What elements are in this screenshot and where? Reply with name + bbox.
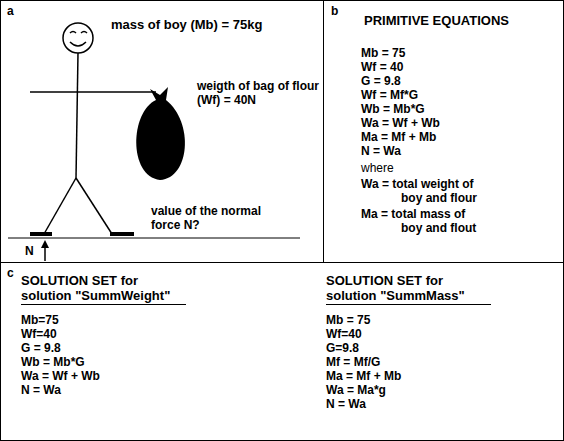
panel-letter: a (7, 4, 14, 18)
figure-panel: a mass of boy (Mb) = 75kg weigth of bag of… (0, 0, 324, 263)
equation-line: G=9.8 (326, 341, 359, 355)
figure-panel: bPRIMITIVE EQUATIONS Mb = 75Wf = 40G = 9.… (323, 0, 564, 263)
equation-line: G = 9.8 (21, 341, 61, 355)
equation-line: Wa = Wf + Wb (361, 116, 440, 130)
equation-line: Wb = Mb*G (21, 355, 85, 369)
equation-line: G = 9.8 (361, 74, 401, 88)
definition-line: Ma = total mass of boy and flout (361, 207, 483, 235)
equation-line: N = Wa (361, 144, 401, 158)
equation-line: Ma = Mf + Mb (326, 369, 401, 383)
equation-line: Wf = Mf*G (361, 88, 418, 102)
section-heading: SOLUTION SET for solution "SummMass" (326, 273, 491, 305)
equation-line: Mb = 75 (326, 313, 370, 327)
equation-line: N = Wa (326, 397, 366, 411)
equation-line: Mb = 75 (361, 46, 405, 60)
force-label: N (25, 244, 34, 258)
section-heading: PRIMITIVE EQUATIONS (364, 13, 509, 28)
section-heading: SOLUTION SET for solution "SummWeight" (21, 273, 186, 305)
equation-line: Wa = Ma*g (326, 383, 386, 397)
panel-letter: c (7, 266, 14, 280)
equation-line: Mf = Mf/G (326, 355, 380, 369)
equation-line: Wf=40 (326, 327, 362, 341)
equation-line: Wb = Mb*G (361, 102, 425, 116)
equation-line: Mb=75 (21, 313, 59, 327)
figure-panel: cSOLUTION SET for solution "SummWeight" M… (0, 262, 564, 441)
equation-line: Wf = 40 (361, 60, 403, 74)
equation-line: Ma = Mf + Mb (361, 130, 436, 144)
equation-line: N = Wa (21, 383, 61, 397)
note-text: where (361, 161, 394, 175)
panel-letter: b (331, 4, 338, 18)
given-weight: weigth of bag of flour (Wf) = 40N (197, 79, 321, 107)
question-text: value of the normal force N? (151, 204, 291, 232)
equation-line: Wa = Wf + Wb (21, 369, 100, 383)
definition-line: Wa = total weight of boy and flour (361, 177, 483, 205)
given-mass: mass of boy (Mb) = 75kg (111, 17, 262, 32)
equation-line: Wf=40 (21, 327, 57, 341)
